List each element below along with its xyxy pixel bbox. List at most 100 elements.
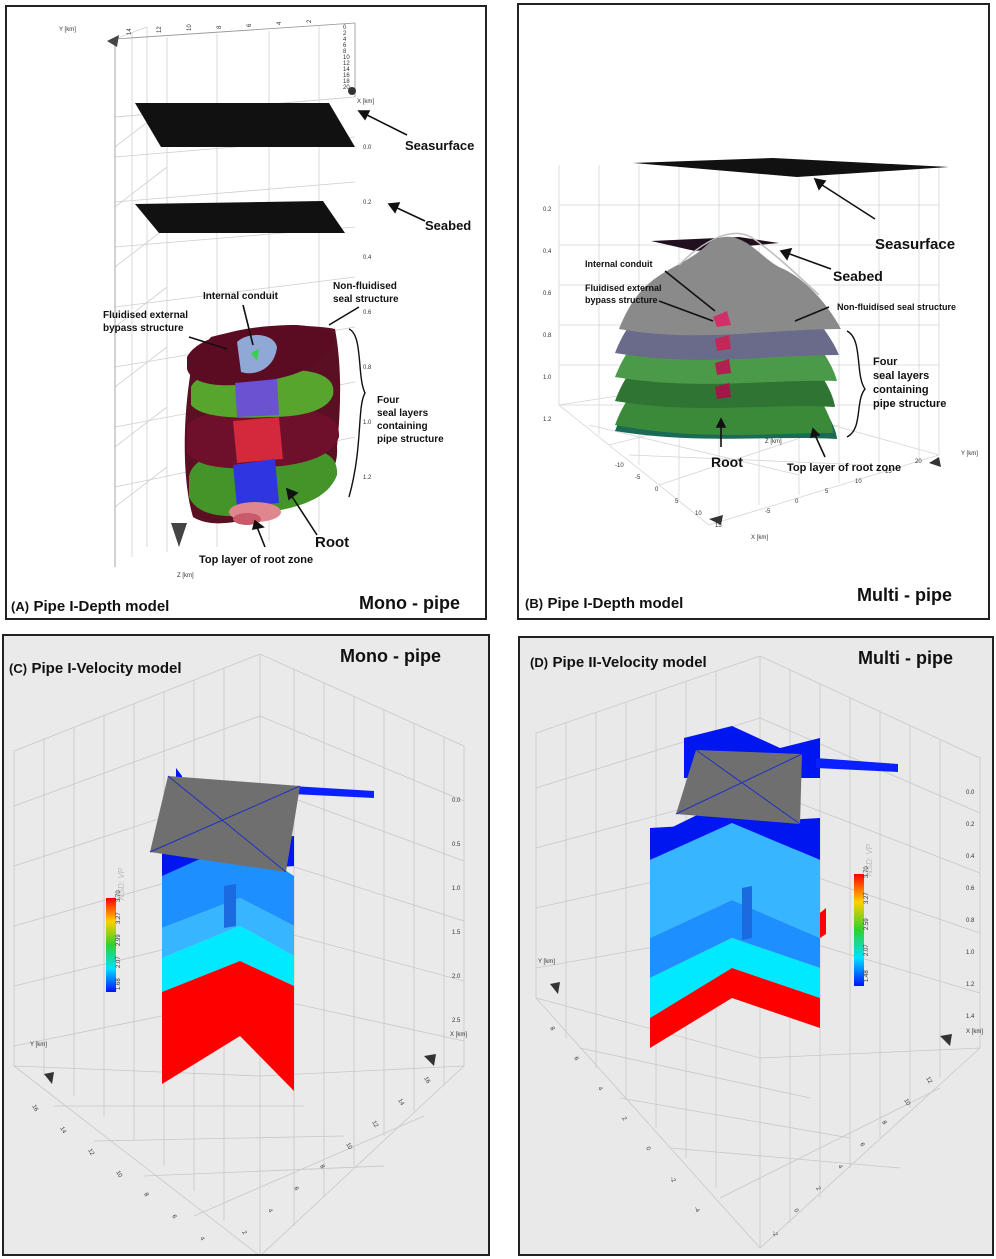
velocity-model-block xyxy=(149,768,374,1091)
x-tick: 18 xyxy=(343,79,350,85)
x-tick: 1.0 xyxy=(452,886,461,892)
panel-b-title: Pipe I-Depth model xyxy=(547,595,684,612)
y-tick: 0 xyxy=(795,499,799,505)
y-tick: 10 xyxy=(114,1170,123,1179)
layer-light-blue xyxy=(162,898,294,958)
four-label-2: seal layers xyxy=(873,370,929,382)
top-root-label: Top layer of root zone xyxy=(199,554,313,566)
x-tick: 16 xyxy=(343,73,350,79)
x-tick: 2.0 xyxy=(452,974,461,980)
b-tick: 4 xyxy=(836,1164,843,1170)
y-tick: 4 xyxy=(596,1086,603,1092)
panel-b-z-axis-label: Z [km] xyxy=(765,439,782,445)
seal-layers-stack xyxy=(615,232,841,439)
fluidised-label-2: bypass structure xyxy=(103,323,184,334)
z-tick: 0.0 xyxy=(363,145,372,151)
layer-cyan xyxy=(162,926,294,992)
panel-a-x-axis-label: X [km] xyxy=(357,99,374,105)
b-tick: 8 xyxy=(880,1120,887,1126)
x-tick: 10 xyxy=(695,511,702,517)
y-tick: 4 xyxy=(277,21,283,25)
x-tick: -10 xyxy=(615,463,624,469)
b-tick: 8 xyxy=(318,1164,325,1170)
y-tick: 10 xyxy=(187,24,193,31)
y-axis-arrow-icon xyxy=(107,35,119,47)
panel-d-y-axis-label: Y [km] xyxy=(538,959,555,965)
x-axis-handle-icon xyxy=(940,1034,952,1046)
panel-c-x-ticks: 0.00.51.01.52.02.5 xyxy=(452,798,461,1024)
z-tick: 0.4 xyxy=(363,255,372,261)
y-tick: 8 xyxy=(217,25,223,29)
y-tick: 4 xyxy=(198,1236,205,1242)
layer-red xyxy=(162,961,294,1091)
layer-red xyxy=(650,968,820,1048)
y-tick: 8 xyxy=(548,1026,555,1032)
panel-c-x-axis-label: X [km] xyxy=(450,1032,467,1038)
colorbar-tick: 3.27 xyxy=(864,892,870,904)
seasurface-plane xyxy=(150,776,300,872)
pipe-conduit xyxy=(742,886,752,940)
panel-b-caption: (B) Pipe I-Depth model xyxy=(525,595,683,613)
z-tick: 1.2 xyxy=(363,475,372,481)
seal-layer-1 xyxy=(619,236,841,336)
b-tick: 10 xyxy=(902,1098,911,1107)
x-tick: 1.4 xyxy=(966,1014,975,1020)
x-tick: 0 xyxy=(655,487,659,493)
seasurface-plane xyxy=(633,158,949,177)
four-label-2: seal layers xyxy=(377,408,429,419)
z-tick: 0.6 xyxy=(363,310,372,316)
x-axis-handle-icon xyxy=(348,87,356,95)
layer-cyan xyxy=(650,938,820,1018)
x-tick: 12 xyxy=(343,61,350,67)
x-tick: 0.5 xyxy=(452,842,461,848)
x-tick: 2.5 xyxy=(452,1018,461,1024)
panel-b-x-axis-label: X [km] xyxy=(751,535,768,541)
non-fluidised-label: Non-fluidised seal structure xyxy=(837,302,956,312)
red-edge xyxy=(820,908,826,938)
panel-a-prefix: (A) xyxy=(11,599,30,614)
seasurface-plane xyxy=(135,103,355,147)
colorbar-ticks: 3.703.272.592.071.48 xyxy=(864,866,870,982)
panel-d-title: Pipe II-Velocity model xyxy=(552,654,707,671)
colorbar-tick: 2.07 xyxy=(116,956,122,968)
velocity-model-block xyxy=(650,726,898,1048)
seasurface-label: Seasurface xyxy=(875,236,955,253)
colorbar-tick: 2.59 xyxy=(864,918,870,930)
y-axis-handle-icon xyxy=(550,982,560,994)
y-tick: 6 xyxy=(247,23,253,27)
seabed-label: Seabed xyxy=(425,218,471,233)
x-tick: 1.2 xyxy=(966,982,975,988)
pipe-conduit xyxy=(224,884,236,928)
panel-a-tag: Mono - pipe xyxy=(359,593,460,613)
b-tick: 2 xyxy=(814,1186,821,1192)
y-tick: -4 xyxy=(692,1206,700,1214)
panel-c-caption: (C) Pipe I-Velocity model xyxy=(9,660,182,678)
root-label: Root xyxy=(315,534,349,551)
internal-conduit-label: Internal conduit xyxy=(203,291,279,302)
z-tick: 1.0 xyxy=(543,375,552,381)
layer-mid-blue xyxy=(650,900,820,978)
y-tick: 20 xyxy=(915,459,922,465)
y-tick: 12 xyxy=(157,26,163,33)
b-tick: 14 xyxy=(396,1098,405,1107)
panel-b-tag: Multi - pipe xyxy=(857,585,952,605)
internal-conduit-label: Internal conduit xyxy=(585,259,653,269)
z-tick: 0.6 xyxy=(543,291,552,297)
x-tick: 8 xyxy=(343,49,347,55)
seal-layers-stack xyxy=(184,325,341,525)
seabed-plane xyxy=(135,201,345,233)
z-tick: 0.4 xyxy=(543,249,552,255)
b-tick: 12 xyxy=(924,1076,933,1085)
x-tick: 0.0 xyxy=(966,790,975,796)
blue-arm xyxy=(292,786,374,798)
x-tick: 14 xyxy=(343,67,350,73)
